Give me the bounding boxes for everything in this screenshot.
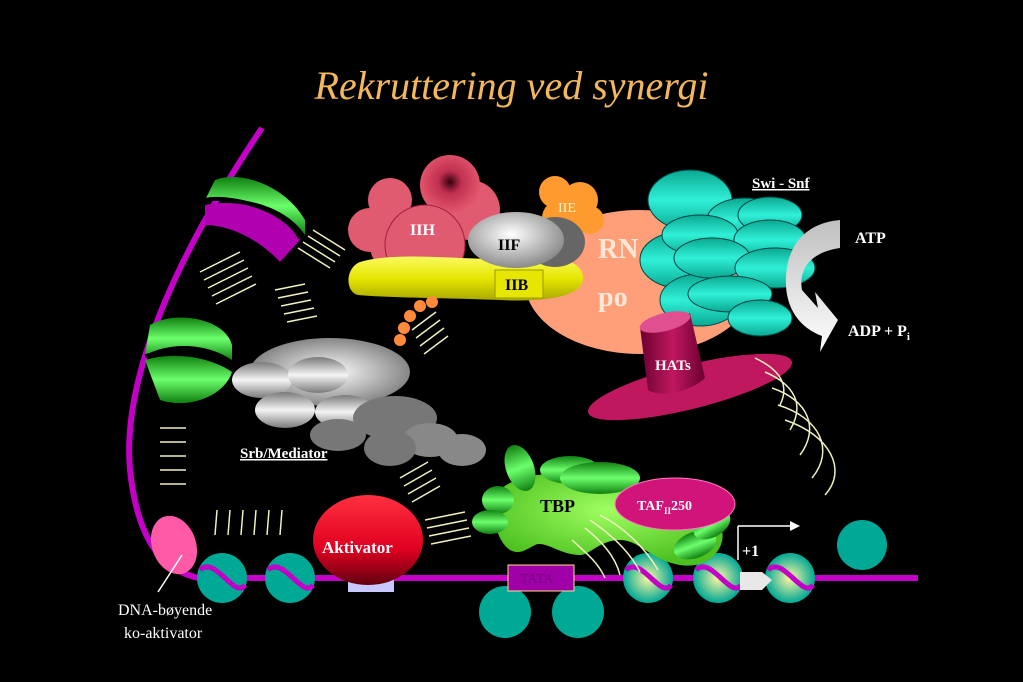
hats-interaction-arcs — [754, 357, 836, 496]
nucleosomes-strand — [197, 520, 887, 638]
dna-bending-label-1: DNA-bøyende — [118, 602, 212, 619]
atp-label: ATP — [855, 230, 886, 247]
swi-snf-complex — [639, 169, 816, 337]
plus-one-label: +1 — [742, 543, 759, 560]
adp-label: ADP + Pi — [848, 323, 910, 343]
page-title: Rekruttering ved synergi — [314, 63, 709, 108]
tata-box — [507, 564, 575, 592]
aktivator-label: Aktivator — [322, 538, 393, 557]
iih-label: IIH — [410, 222, 435, 239]
dna-bending-coactivator — [150, 515, 198, 575]
dna-bending-label-2: ko-aktivator — [124, 625, 203, 642]
srb-mediator-label: Srb/Mediator — [240, 446, 328, 462]
iie-label: IIE — [558, 201, 576, 216]
iif-label: IIF — [498, 237, 520, 254]
atp-hydrolysis-arrow — [785, 220, 840, 352]
tbp-label: TBP — [540, 496, 575, 516]
tbp-contact-arcs — [571, 514, 659, 579]
dna-bending-pointer — [157, 554, 183, 593]
rna-pol-label-2: po — [598, 282, 628, 313]
ctd-bead-chain — [394, 296, 438, 346]
hats-label: HATs — [655, 358, 691, 374]
nucleosome-top — [204, 176, 305, 262]
taf250 — [614, 477, 736, 531]
swi-snf-label: Swi - Snf — [752, 176, 811, 192]
srb-mediator-complex — [232, 338, 486, 466]
transcription-direction-arrowhead — [740, 572, 772, 590]
tfiid-complex: TBP TAFII250 — [472, 444, 736, 566]
taf250-label: TAFII250 — [637, 499, 692, 516]
aktivator — [313, 495, 423, 585]
rna-pol-label-1: RN — [598, 234, 638, 265]
tfiif: IIF — [468, 212, 585, 268]
nucleosome-middle — [144, 317, 233, 404]
tata-label: TATA — [520, 572, 554, 587]
hats-complex: HATs — [587, 311, 793, 421]
transcription-start-arrow — [737, 521, 800, 560]
interaction-hatches — [160, 229, 472, 545]
iib-label: IIB — [505, 277, 528, 294]
tfiie-complex: IIE — [539, 176, 604, 236]
